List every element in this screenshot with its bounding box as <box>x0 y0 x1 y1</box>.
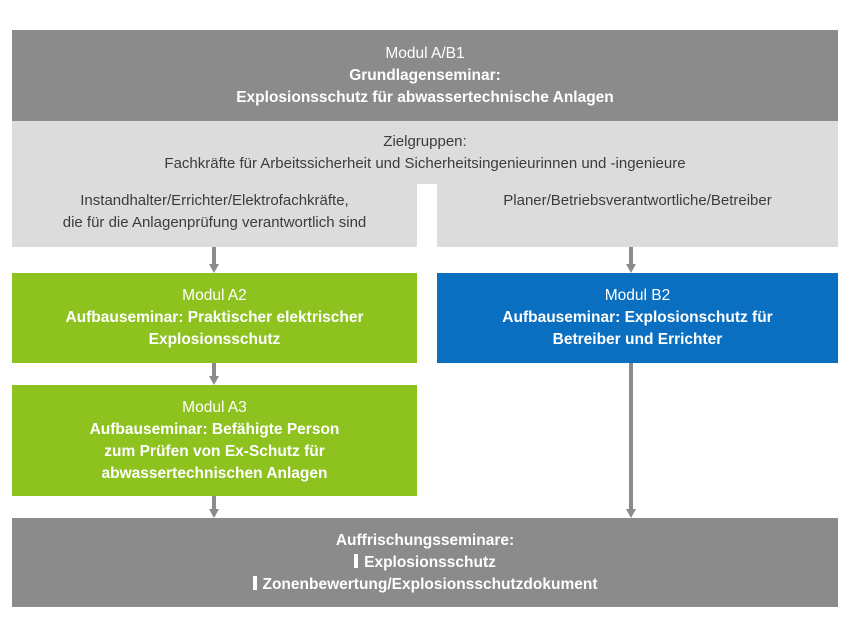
modul-a3-box: Modul A3 Aufbauseminar: Befähigte Person… <box>12 385 417 496</box>
zielgruppen-description: Fachkräfte für Arbeitssicherheit und Sic… <box>164 154 686 172</box>
modul-b2-box: Modul B2 Aufbauseminar: Explosionschutz … <box>437 273 838 363</box>
auffrischung-item: Zonenbewertung/Explosionsschutzdokument <box>252 574 598 596</box>
modul-b2-title-line2: Betreiber und Errichter <box>552 331 723 348</box>
arrow-to-a3 <box>209 363 219 385</box>
zielgruppen-box: Zielgruppen: Fachkräfte für Arbeitssiche… <box>12 121 838 184</box>
auffrischung-item: Explosionsschutz <box>354 552 496 574</box>
modul-a2-title-line1: Aufbauseminar: Praktischer elektrischer <box>65 309 364 326</box>
modul-ab1-label: Modul A/B1 <box>385 44 465 62</box>
modul-a2-box: Modul A2 Aufbauseminar: Praktischer elek… <box>12 273 417 363</box>
modul-a3-title-line1: Aufbauseminar: Befähigte Person <box>89 420 340 438</box>
modul-a3-label: Modul A3 <box>182 398 247 416</box>
auffrischung-item-label: Zonenbewertung/Explosionsschutzdokument <box>262 575 598 593</box>
modul-a3-title-line3: abwassertechnischen Anlagen <box>101 464 328 482</box>
modul-ab1-box: Modul A/B1 Grundlagenseminar: Explosions… <box>12 30 838 121</box>
arrow-b2-to-auffrischung <box>626 363 636 518</box>
zielgruppe-left-line2: die für die Anlagenprüfung verantwortlic… <box>62 214 367 231</box>
zielgruppe-right-text: Planer/Betriebsverantwortliche/Betreiber <box>503 192 772 209</box>
arrow-to-b2 <box>626 247 636 273</box>
modul-b2-label: Modul B2 <box>604 287 671 304</box>
arrow-to-a2 <box>209 247 219 273</box>
modul-a2-label: Modul A2 <box>182 287 247 304</box>
bullet-icon <box>354 553 359 568</box>
zielgruppe-left: Instandhalter/Errichter/Elektrofachkräft… <box>12 184 417 247</box>
arrow-a3-to-auffrischung <box>209 496 219 518</box>
zielgruppe-left-line1: Instandhalter/Errichter/Elektrofachkräft… <box>80 192 349 209</box>
modul-a2-title-line2: Explosionsschutz <box>148 331 281 348</box>
zielgruppe-right: Planer/Betriebsverantwortliche/Betreiber <box>437 184 838 247</box>
modul-b2-title-line1: Aufbauseminar: Explosionschutz für <box>502 309 773 326</box>
zielgruppen-title: Zielgruppen: <box>383 132 467 150</box>
auffrischung-box: Auffrischungsseminare: Explosionsschutz … <box>12 518 838 607</box>
bullet-icon <box>252 575 257 590</box>
auffrischung-item-label: Explosionsschutz <box>364 553 496 571</box>
modul-ab1-subtitle: Grundlagenseminar: <box>349 66 501 84</box>
auffrischung-title: Auffrischungsseminare: <box>335 531 515 549</box>
modul-a3-title-line2: zum Prüfen von Ex-Schutz für <box>104 442 325 460</box>
modul-ab1-title: Explosionsschutz für abwassertechnische … <box>236 88 614 106</box>
